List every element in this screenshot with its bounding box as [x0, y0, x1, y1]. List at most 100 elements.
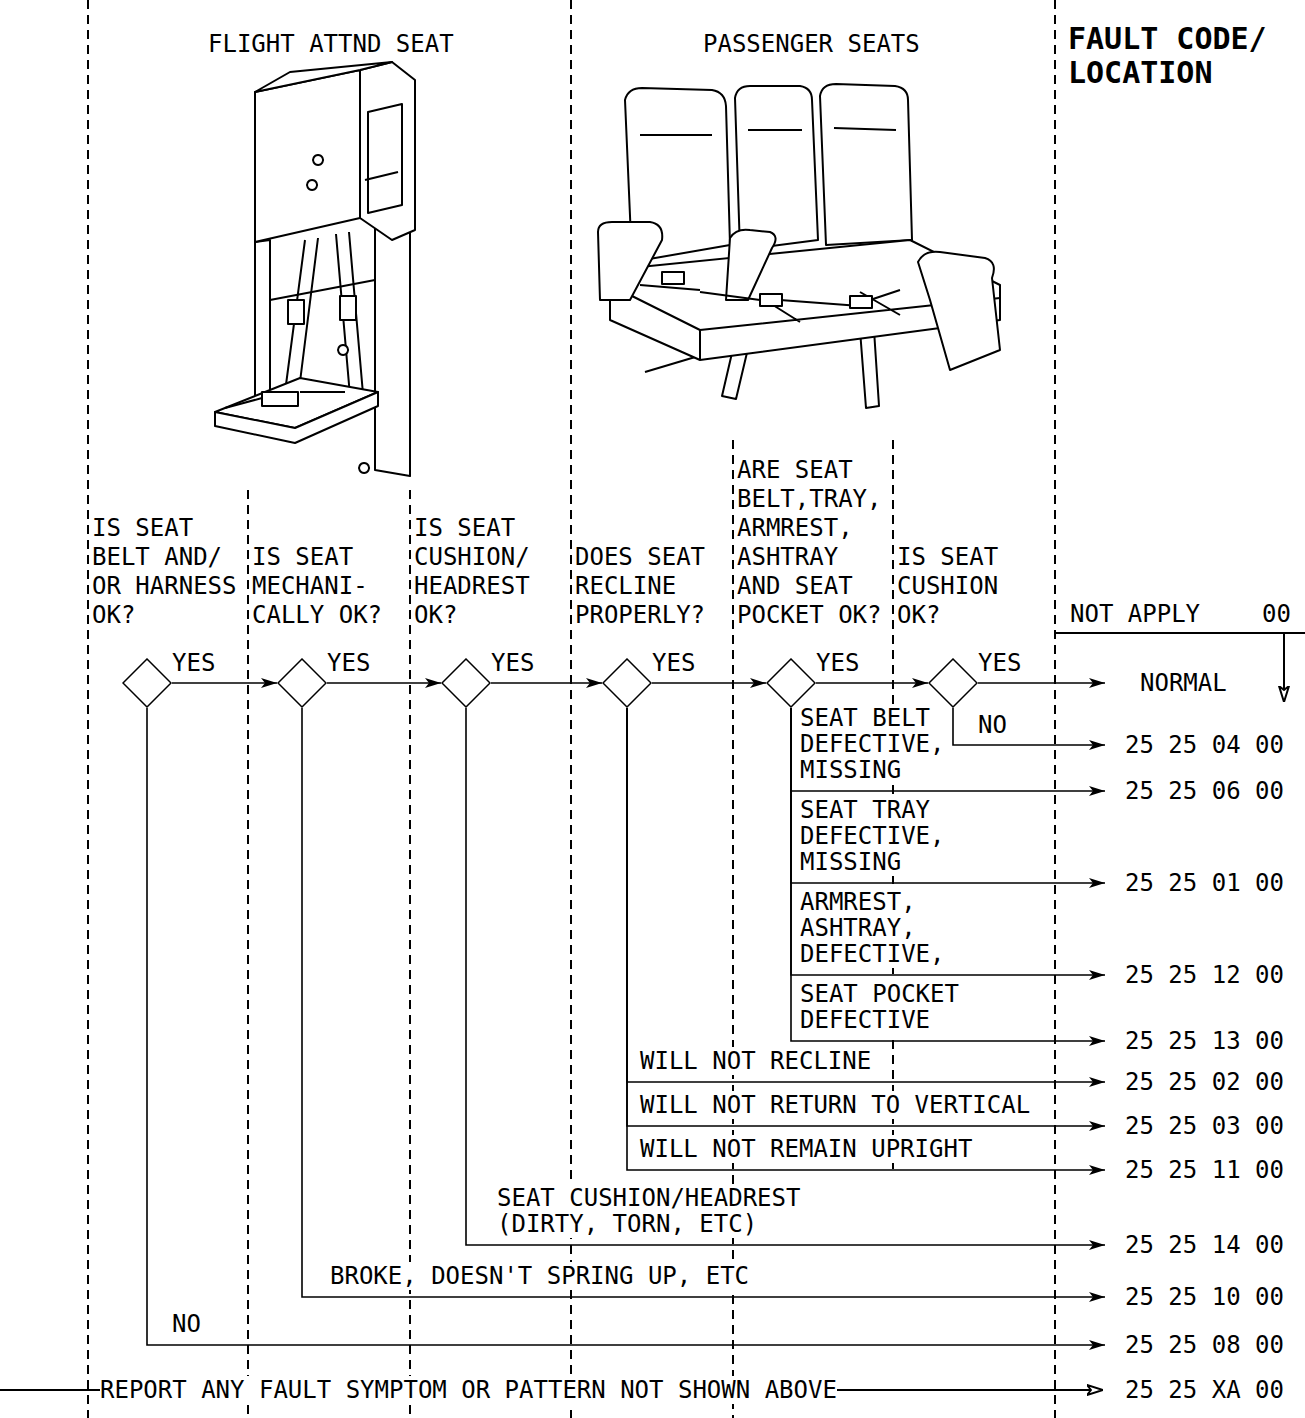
fault-code-text: 25 25 02 00: [1125, 1068, 1284, 1096]
flow-connector: [302, 708, 1105, 1297]
decision-question: IS SEAT CUSHION/ HEADREST OK?: [414, 514, 572, 630]
decision-question: IS SEAT MECHANI- CALLY OK?: [252, 543, 410, 630]
branch-label: YES: [491, 649, 534, 677]
fault-code-text: 25 25 10 00: [1125, 1283, 1284, 1311]
decision-diamond: IS SEAT CUSHION OK?: [928, 658, 978, 708]
branch-label: YES: [172, 649, 215, 677]
flow-connector: [466, 708, 1105, 1245]
branch-label: SEAT CUSHION/HEADREST (DIRTY, TORN, ETC): [497, 1184, 800, 1238]
fault-code: 25 25 XA 00: [1105, 1376, 1284, 1404]
decision-question: ARE SEAT BELT,TRAY, ARMREST, ASHTRAY AND…: [737, 456, 895, 630]
flow-connector: [627, 708, 1105, 1170]
report-line: [0, 1390, 1103, 1391]
flow-connector: [652, 682, 766, 684]
diamond-shape: [277, 658, 327, 708]
edge-label-box: SEAT BELT DEFECTIVE, MISSING: [800, 705, 965, 783]
passenger-seats: [598, 84, 1000, 408]
label-box: NOT APPLY: [1070, 600, 1200, 628]
flow-connector: [816, 682, 928, 684]
report-note: REPORT ANY FAULT SYMPTOM OR PATTERN NOT …: [100, 1376, 837, 1404]
diamond-outline: [767, 659, 815, 707]
flow-connector: [627, 708, 1105, 1082]
fault-code-text: 25 25 01 00: [1125, 869, 1284, 897]
fault-code: 25 25 12 00: [1105, 961, 1284, 989]
fault-code-text: 25 25 XA 00: [1125, 1376, 1284, 1404]
label-box: REPORT ANY FAULT SYMPTOM OR PATTERN NOT …: [100, 1376, 837, 1404]
flow-connector: [791, 708, 1105, 1041]
edge-label-box: SEAT CUSHION/HEADREST (DIRTY, TORN, ETC): [497, 1185, 827, 1237]
decision-diamond: IS SEAT BELT AND/ OR HARNESS OK?: [122, 658, 172, 708]
flow-connector: [627, 708, 1105, 1126]
branch-label: YES: [652, 649, 695, 677]
flow-connector: [978, 682, 1105, 684]
edge-label-box: SEAT TRAY DEFECTIVE, MISSING: [800, 797, 965, 875]
flow-connector: [491, 682, 602, 684]
branch-label: NO: [978, 711, 1007, 739]
diamond-shape: [441, 658, 491, 708]
decision-question: DOES SEAT RECLINE PROPERLY?: [575, 543, 733, 630]
flow-connector: [791, 708, 1105, 791]
edge-label-box: YES: [978, 650, 1048, 676]
flow-connector: [147, 708, 1105, 1345]
edge-label-box: ARMREST, ASHTRAY, DEFECTIVE,: [800, 889, 965, 967]
fault-code-text: 25 25 11 00: [1125, 1156, 1284, 1184]
branch-label: BROKE, DOESN'T SPRING UP, ETC: [330, 1262, 749, 1290]
edge-label-box: WILL NOT RECLINE: [640, 1048, 1060, 1074]
diamond-shape: [766, 658, 816, 708]
fault-code: 25 25 02 00: [1105, 1068, 1284, 1096]
label-box: 00: [1262, 600, 1291, 628]
fault-code: 25 25 03 00: [1105, 1112, 1284, 1140]
edge-label-box: WILL NOT REMAIN UPRIGHT: [640, 1136, 1060, 1162]
column-note: NOT APPLY: [1070, 600, 1200, 628]
label-box: FLIGHT ATTND SEAT: [208, 30, 454, 58]
edge-label-box: YES: [816, 650, 886, 676]
fault-code-text: 25 25 08 00: [1125, 1331, 1284, 1359]
flow-connector: [327, 682, 441, 684]
flow-connector: [791, 708, 1105, 883]
fault-code: NORMAL: [1105, 669, 1227, 697]
branch-label: YES: [978, 649, 1021, 677]
edge-label-box: BROKE, DOESN'T SPRING UP, ETC: [330, 1263, 850, 1289]
edge-label-box: WILL NOT RETURN TO VERTICAL: [640, 1092, 1060, 1118]
fault-code: 25 25 14 00: [1105, 1231, 1284, 1259]
normal-result: NORMAL: [1140, 669, 1227, 697]
fault-code: 25 25 08 00: [1105, 1331, 1284, 1359]
fault-code: 25 25 13 00: [1105, 1027, 1284, 1055]
code-suffix: 00: [1262, 600, 1291, 628]
decision-diamond: ARE SEAT BELT,TRAY, ARMREST, ASHTRAY AND…: [766, 658, 816, 708]
label-box: PASSENGER SEATS: [703, 30, 920, 58]
diamond-outline: [603, 659, 651, 707]
decision-diamond: IS SEAT CUSHION/ HEADREST OK?: [441, 658, 491, 708]
diamond-shape: [928, 658, 978, 708]
label-box: FAULT CODE/ LOCATION: [1068, 22, 1298, 90]
fault-code-text: 25 25 06 00: [1125, 777, 1284, 805]
edge-label-box: SEAT POCKET DEFECTIVE: [800, 981, 965, 1033]
edge-label-box: NO: [978, 712, 1038, 738]
edge-label-box: YES: [172, 650, 242, 676]
not-apply-rule: [1055, 633, 1305, 702]
branch-label: YES: [327, 649, 370, 677]
column-heading: FAULT CODE/ LOCATION: [1068, 21, 1267, 90]
fault-code: 25 25 01 00: [1105, 869, 1284, 897]
diamond-shape: [122, 658, 172, 708]
diamond-outline: [278, 659, 326, 707]
diamond-outline: [442, 659, 490, 707]
decision-diamond: IS SEAT MECHANI- CALLY OK?: [277, 658, 327, 708]
section-heading: FLIGHT ATTND SEAT: [208, 30, 454, 58]
branch-label: WILL NOT RETURN TO VERTICAL: [640, 1091, 1030, 1119]
edge-label-box: NO: [172, 1311, 232, 1337]
decision-diamond: DOES SEAT RECLINE PROPERLY?: [602, 658, 652, 708]
fault-code: 25 25 06 00: [1105, 777, 1284, 805]
fault-code-text: 25 25 13 00: [1125, 1027, 1284, 1055]
decision-question: IS SEAT CUSHION OK?: [897, 543, 1055, 630]
branch-label: YES: [816, 649, 859, 677]
section-heading: PASSENGER SEATS: [703, 30, 920, 58]
fault-code: 25 25 04 00: [1105, 731, 1284, 759]
edge-label-box: YES: [652, 650, 722, 676]
branch-label: WILL NOT REMAIN UPRIGHT: [640, 1135, 972, 1163]
branch-label: SEAT TRAY DEFECTIVE, MISSING: [800, 796, 945, 876]
edge-label-box: YES: [491, 650, 561, 676]
